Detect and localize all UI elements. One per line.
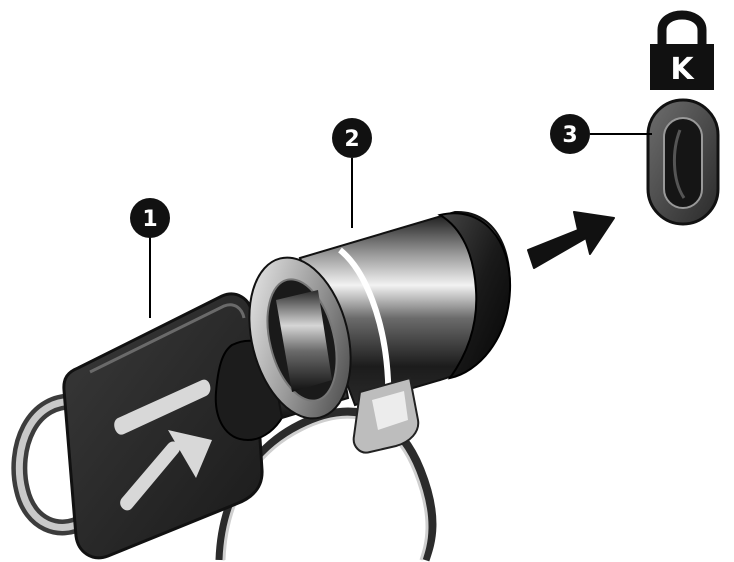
key-logo-diagonal — [120, 441, 180, 511]
callout-2-label: 2 — [344, 127, 359, 152]
callout-3: 3 — [550, 114, 652, 154]
lock-letter: K — [670, 52, 695, 87]
callout-2-badge — [332, 118, 372, 158]
key-head — [62, 292, 264, 560]
callout-1: 1 — [130, 198, 170, 318]
callout-1-label: 1 — [142, 207, 157, 232]
lock-cylinder — [298, 210, 512, 454]
callout-1-badge — [130, 198, 170, 238]
callout-3-badge — [550, 114, 590, 154]
callout-2: 2 — [332, 118, 372, 228]
lock-front-ring — [248, 256, 352, 420]
insert-arrow — [527, 211, 615, 269]
security-slot — [646, 98, 720, 226]
key-ring — [11, 393, 87, 536]
lock-end-cap — [437, 212, 512, 380]
callout-3-label: 3 — [562, 123, 577, 148]
key-logo-bar — [114, 379, 211, 435]
key-logo-wedge — [168, 430, 212, 478]
kensington-lock-icon: K — [650, 10, 714, 90]
